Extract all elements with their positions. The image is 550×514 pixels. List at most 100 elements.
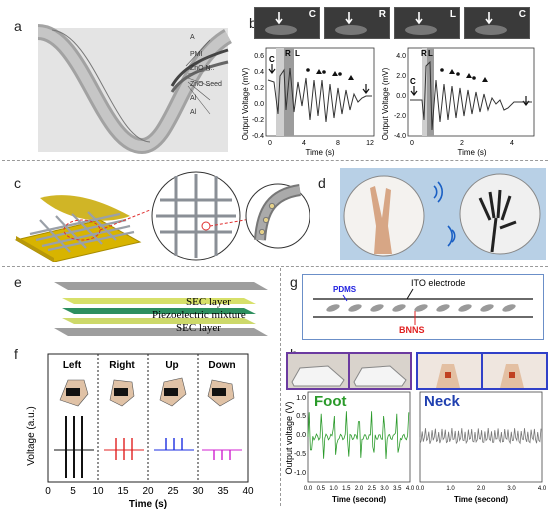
b-left-ytick-0: 0.6 xyxy=(254,53,264,60)
b-right-xtick-2: 4 xyxy=(510,140,514,147)
layer-label-2: ZnO N.. xyxy=(190,65,215,72)
b-left-arrow-end xyxy=(362,84,370,94)
b-left-xtick-3: 12 xyxy=(366,140,374,147)
b-right-mark-l: L xyxy=(428,49,433,58)
b-left-arrow-start xyxy=(268,64,276,74)
b-left-dot-3 xyxy=(338,72,342,76)
h-ytick-1: 0.5 xyxy=(296,413,306,420)
f-xtick-6: 30 xyxy=(192,486,204,497)
h-foot-xtick-5: 2.5 xyxy=(368,486,377,492)
b-left-ytick-1: 0.4 xyxy=(254,69,264,76)
b-right-arrow-start xyxy=(410,86,418,96)
b-left-ytick-5: -0.4 xyxy=(252,133,264,140)
b-left-xlabel: Time (s) xyxy=(305,148,334,157)
thumb-label-2: R xyxy=(378,9,386,20)
b-right-ytick-3: -2.0 xyxy=(394,113,406,120)
panel-label-b: b xyxy=(249,15,257,31)
peace-hand-icon xyxy=(370,186,392,254)
panel-label-e: e xyxy=(14,274,22,290)
panel-label-f: f xyxy=(14,346,18,362)
layer-stack-illustration xyxy=(54,282,268,336)
e-layer-label-top: SEC layer xyxy=(186,296,231,308)
f-xtick-0: 0 xyxy=(45,486,51,497)
h-traces xyxy=(307,411,542,460)
b-right-trace xyxy=(410,60,532,131)
b-right-ytick-2: 0.0 xyxy=(396,93,406,100)
b-right-mark-r: R xyxy=(421,49,427,58)
wireless-signal-icon xyxy=(433,181,456,247)
h-foot-xtick-1: 0.5 xyxy=(317,486,326,492)
sensor-ribbon-illustration xyxy=(36,24,233,155)
layer-label-5: Al xyxy=(190,109,197,116)
nanofiber-mesh-illustration xyxy=(14,171,310,262)
h-foot-trace xyxy=(307,411,410,460)
b-right-mark-c: C xyxy=(410,77,416,86)
foot-neck-voltage-charts: Output voltage (V) Foot Neck 1.0 0.5 0.0… xyxy=(284,391,547,504)
g-label-ito: ITO electrode xyxy=(411,278,466,288)
h-foot-xtick-3: 1.5 xyxy=(342,486,351,492)
b-right-tri-2 xyxy=(466,73,472,78)
b-right-tri-1 xyxy=(449,69,455,74)
neck-photos xyxy=(416,352,548,390)
thumb-label-3: L xyxy=(449,9,456,20)
eye-thumb-3: L xyxy=(394,7,460,39)
b-right-dot-2 xyxy=(456,72,460,76)
panel-label-c: c xyxy=(14,175,21,191)
e-layer-label-bottom: SEC layer xyxy=(176,322,221,334)
h-neck-xlabel: Time (second) xyxy=(454,495,508,504)
h-foot-xtick-8: 4.0 xyxy=(406,486,415,492)
h-neck-xtick-2: 2.0 xyxy=(477,486,486,492)
eye-thumb-4: C xyxy=(464,7,530,39)
divider-middle xyxy=(2,266,548,267)
b-right-ylabel: Output Voltage (mV) xyxy=(381,67,390,140)
b-left-mark-l: L xyxy=(295,49,300,58)
f-xtick-1: 5 xyxy=(70,486,76,497)
b-left-tri-2 xyxy=(332,71,338,76)
foot-photos xyxy=(286,352,412,390)
eye-voltage-plot-right: Output Voltage (mV) 4.0 2.0 0.0 -2.0 -4.… xyxy=(381,47,535,157)
h-foot-xtick-4: 2.0 xyxy=(355,486,364,492)
h-ytick-4: -1.0 xyxy=(294,470,306,477)
b-right-xtick-0: 0 xyxy=(410,140,414,147)
b-left-xtick-0: 0 xyxy=(268,140,272,147)
thumb-label-4: C xyxy=(518,9,526,20)
b-right-arrow-end xyxy=(522,96,530,106)
b-left-tri-3 xyxy=(348,75,354,80)
f-ylabel: Voltage (a.u.) xyxy=(26,406,37,465)
h-neck-trace xyxy=(419,427,542,445)
f-xtick-3: 15 xyxy=(117,486,129,497)
b-right-tri-3 xyxy=(482,77,488,82)
sneaker-icon xyxy=(353,365,407,387)
h-neck-xtick-4: 4.0 xyxy=(538,486,547,492)
h-foot-xtick-0: 0.0 xyxy=(304,486,313,492)
h-ytick-0: 1.0 xyxy=(296,395,306,402)
h-neck-xtick-1: 1.0 xyxy=(446,486,455,492)
eye-voltage-plot-left: Output Voltage (mV) 0.6 0.4 0.2 0.0 -0.2… xyxy=(241,47,375,157)
b-left-xtick-1: 4 xyxy=(302,140,306,147)
h-ytick-2: 0.0 xyxy=(296,432,306,439)
b-right-dot-3 xyxy=(472,76,476,80)
hand-gesture-panel xyxy=(340,168,546,260)
h-ytick-3: -0.5 xyxy=(294,451,306,458)
layer-label-1: PMI xyxy=(190,51,203,58)
f-col-left: Left xyxy=(63,360,82,371)
b-left-ytick-2: 0.2 xyxy=(254,85,264,92)
b-left-mark-c: C xyxy=(269,55,275,64)
b-left-ylabel: Output Voltage (mV) xyxy=(241,67,250,140)
g-label-bnns: BNNS xyxy=(399,325,425,335)
robotic-hand-icon xyxy=(478,189,517,253)
g-label-pdms: PDMS xyxy=(333,285,357,294)
b-right-dot-1 xyxy=(440,68,444,72)
b-right-ytick-0: 4.0 xyxy=(396,53,406,60)
layer-label-3: ZnO Seed xyxy=(190,81,222,88)
h-neck-xtick-3: 3.0 xyxy=(507,486,516,492)
h-foot-title: Foot xyxy=(314,393,346,410)
f-xlabel: Time (s) xyxy=(129,499,167,510)
f-xtick-8: 40 xyxy=(242,486,254,497)
sneaker-icon xyxy=(291,365,345,387)
f-xtick-2: 10 xyxy=(92,486,104,497)
b-left-tri-1 xyxy=(316,69,322,74)
f-col-right: Right xyxy=(109,360,135,371)
g-schematic-frame: ITO electrode PDMS BNNS xyxy=(302,274,544,340)
layer-label-0: A xyxy=(190,34,195,41)
